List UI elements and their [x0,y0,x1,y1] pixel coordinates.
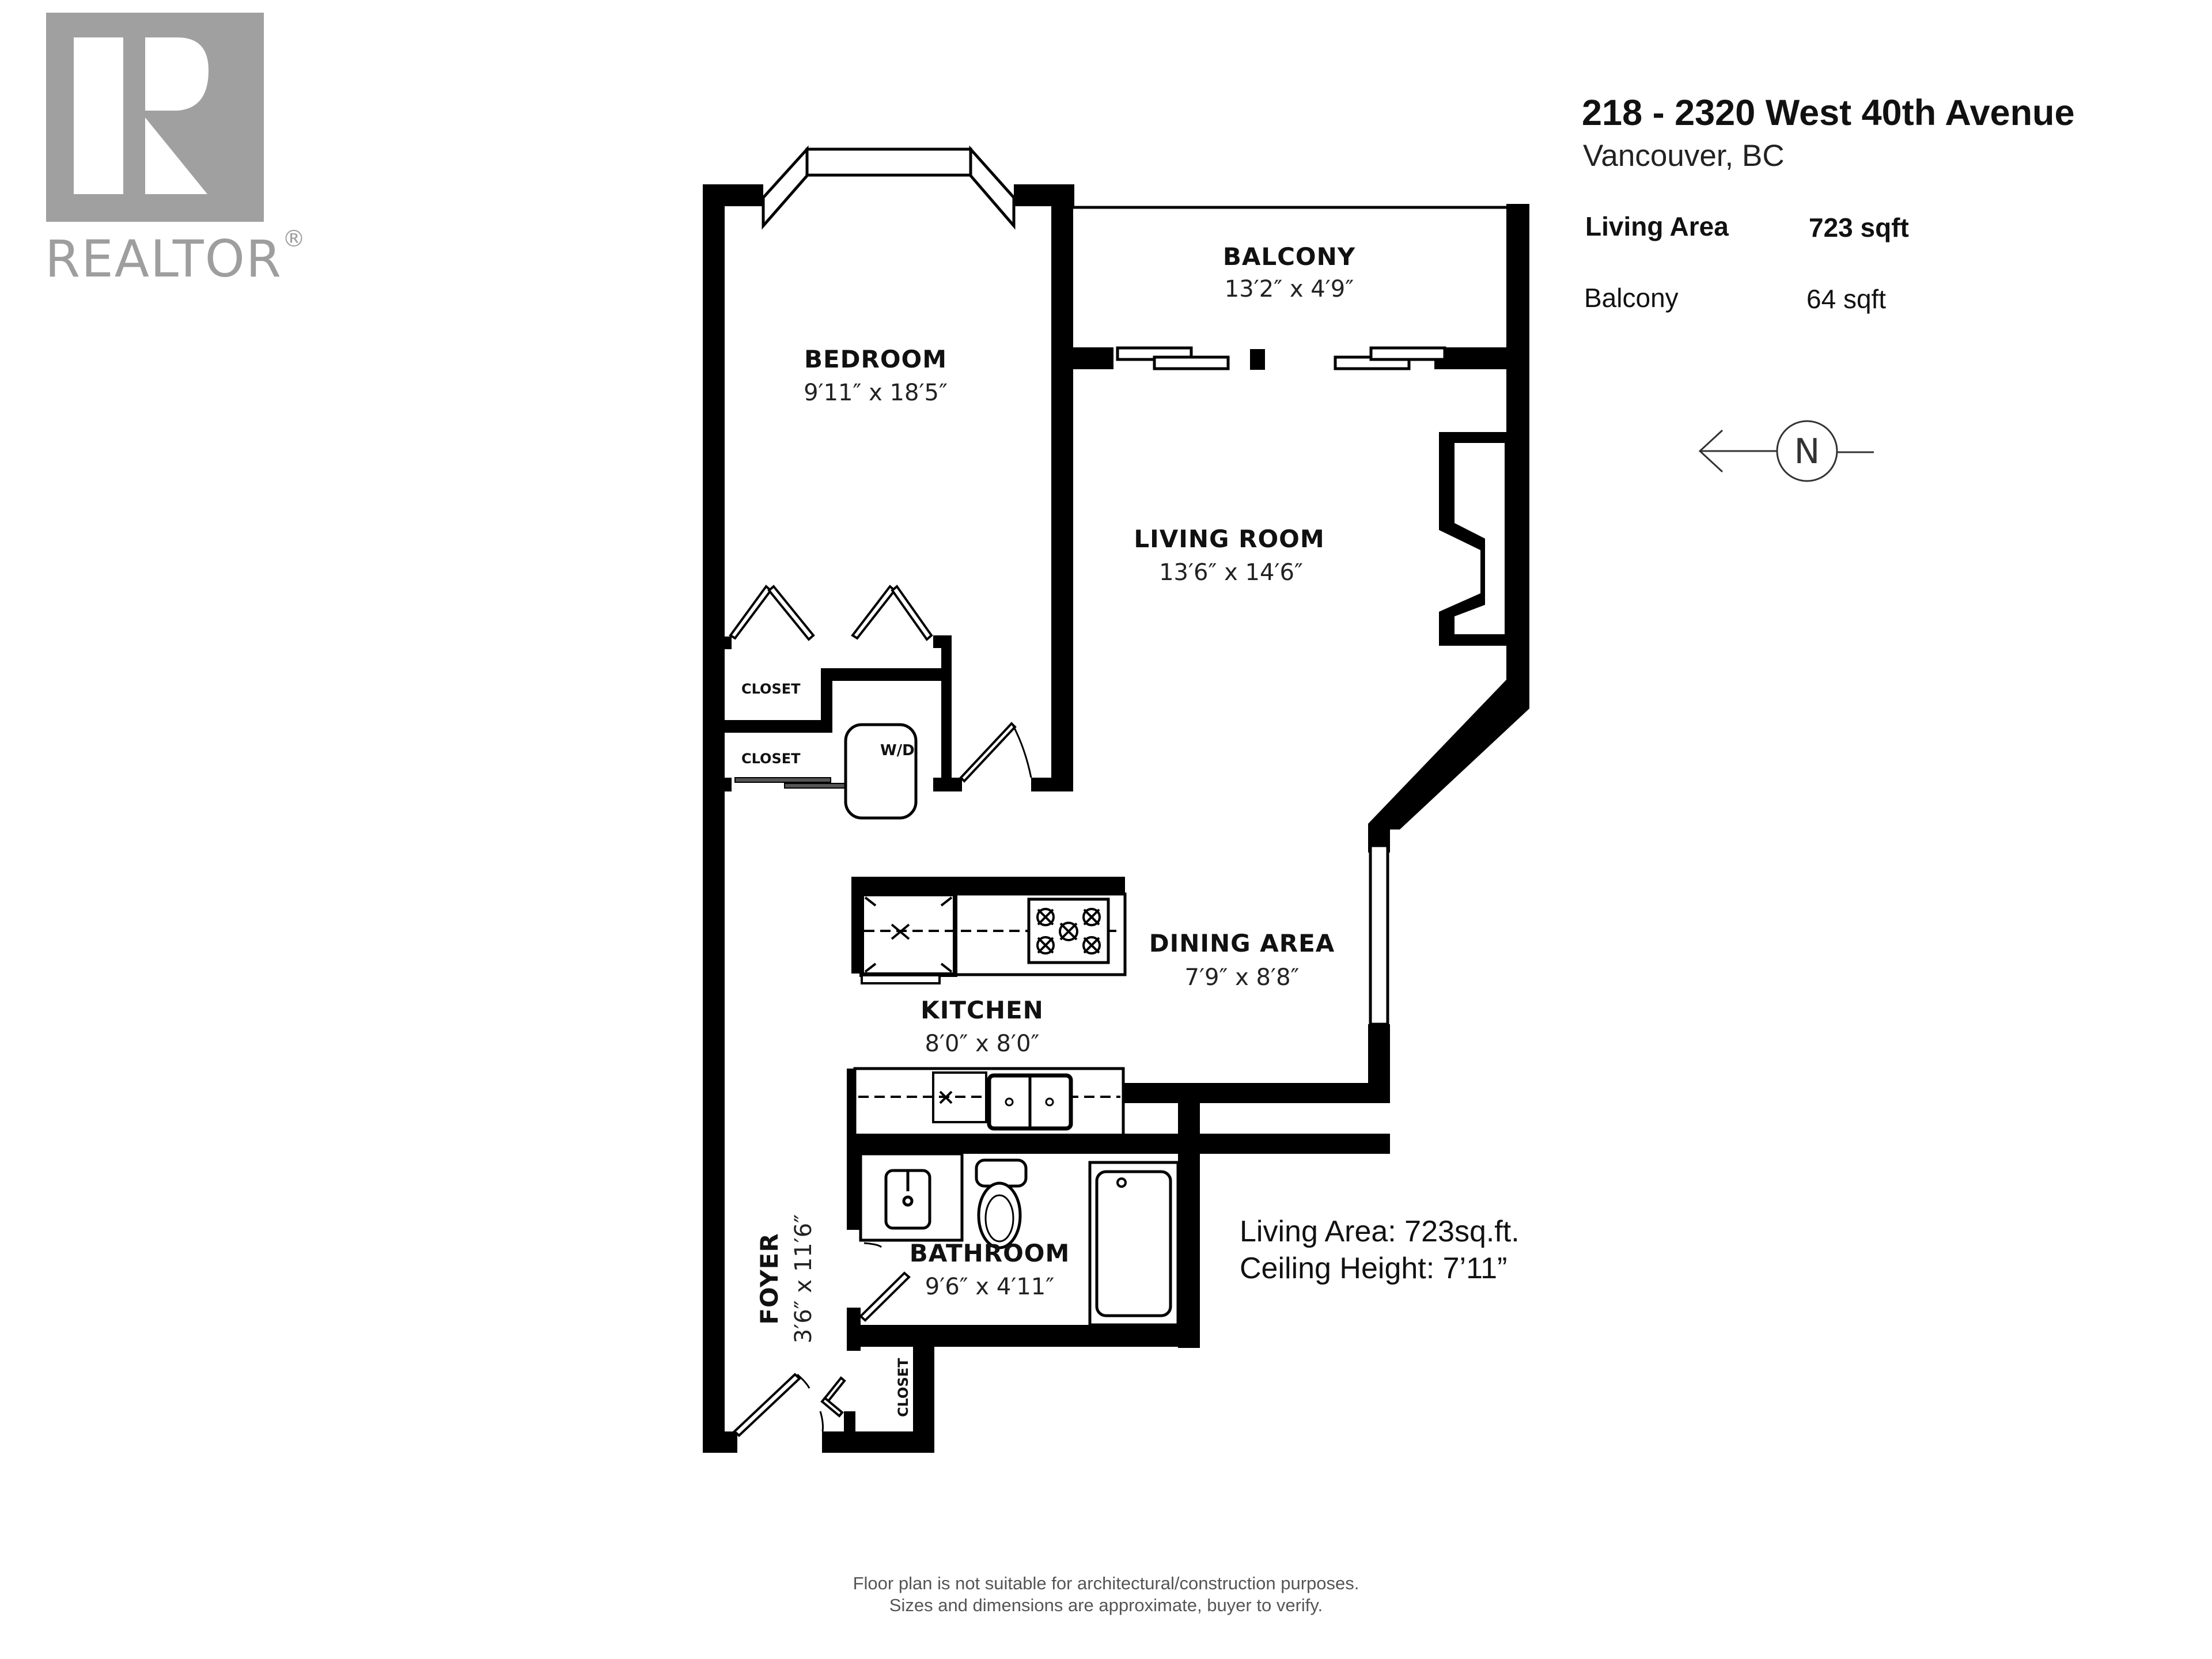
bathroom-fixtures [859,1152,1180,1327]
property-address: 218 - 2320 West 40th Avenue [1582,93,2075,133]
kitchen-dims: 8′0″ x 8′0″ [925,1031,1040,1057]
washer-dryer-label: W/D [880,742,915,759]
bathroom-dims: 9′6″ x 4′11″ [925,1274,1054,1300]
stove-icon [1027,897,1110,964]
area-value-living: 723 sqft [1809,213,1909,243]
summary-living-area: Living Area: 723sq.ft. [1240,1215,1520,1248]
disclaimer-line-1: Floor plan is not suitable for architect… [853,1573,1359,1593]
realtor-wordmark: REALTOR® [45,226,307,289]
balcony-sliding-doors [1116,346,1446,370]
closet-label-upper: CLOSET [741,681,801,697]
dishwasher-icon [932,1071,987,1123]
area-value-balcony: 64 sqft [1806,284,1887,314]
balcony-dims: 13′2″ x 4′9″ [1225,276,1354,302]
fridge-icon [864,896,953,973]
toilet-icon [975,1158,1028,1249]
dining-window [1369,844,1389,1026]
summary-ceiling-height: Ceiling Height: 7’11” [1240,1252,1508,1285]
disclaimer: Floor plan is not suitable for architect… [818,1573,1394,1616]
closet-label-foyer: CLOSET [895,1358,911,1417]
realtor-logo: REALTOR® [45,12,305,289]
bedroom-label: BEDROOM [804,345,947,373]
living-room-label: LIVING ROOM [1134,525,1324,553]
bedroom-dims: 9′11″ x 18′5″ [804,380,948,406]
kitchen-label: KITCHEN [921,996,1044,1024]
bathroom-label: BATHROOM [910,1239,1070,1267]
bathroom-door [859,1242,911,1322]
north-arrow-icon [1698,420,1874,482]
realtor-r-icon [46,13,264,222]
living-room-dims: 13′6″ x 14′6″ [1159,559,1303,586]
disclaimer-line-2: Sizes and dimensions are approximate, bu… [889,1595,1323,1615]
kitchen-upper-counter [859,892,1127,984]
bay-window [762,145,1016,230]
area-label-living: Living Area [1585,211,1729,241]
foyer-dims: 3′6″ x 11′6″ [790,1214,817,1343]
balcony-label: BALCONY [1223,243,1355,271]
property-city: Vancouver, BC [1583,139,1785,173]
dining-area-label: DINING AREA [1149,929,1335,957]
summary-notes: Living Area: 723sq.ft. Ceiling Height: 7… [1240,1213,1520,1287]
fireplace [1439,432,1506,646]
entry-door [733,1373,810,1437]
dining-area-dims: 7′9″ x 8′8″ [1185,964,1300,991]
realtor-text: REALTOR [45,229,283,289]
bedroom-door [959,722,1032,783]
north-compass: N [1698,420,1874,482]
compass-letter: N [1794,431,1820,472]
registered-mark: ® [282,226,307,252]
kitchen-lower-counter [847,1067,1125,1138]
area-label-balcony: Balcony [1584,283,1679,313]
washer-dryer [844,723,918,820]
closet-label-lower: CLOSET [741,751,801,767]
walls [703,184,1529,1453]
foyer-closet-door [819,1376,846,1432]
bathroom-sink-icon [884,1169,931,1230]
sink-icon [987,1073,1073,1131]
foyer-label: FOYER [755,1233,783,1324]
lower-closet-sliding-doors [734,777,882,789]
bathtub-icon [1088,1161,1180,1327]
bedroom-closet-doors [729,585,933,641]
kitchen-bath-wall [847,1134,1390,1154]
